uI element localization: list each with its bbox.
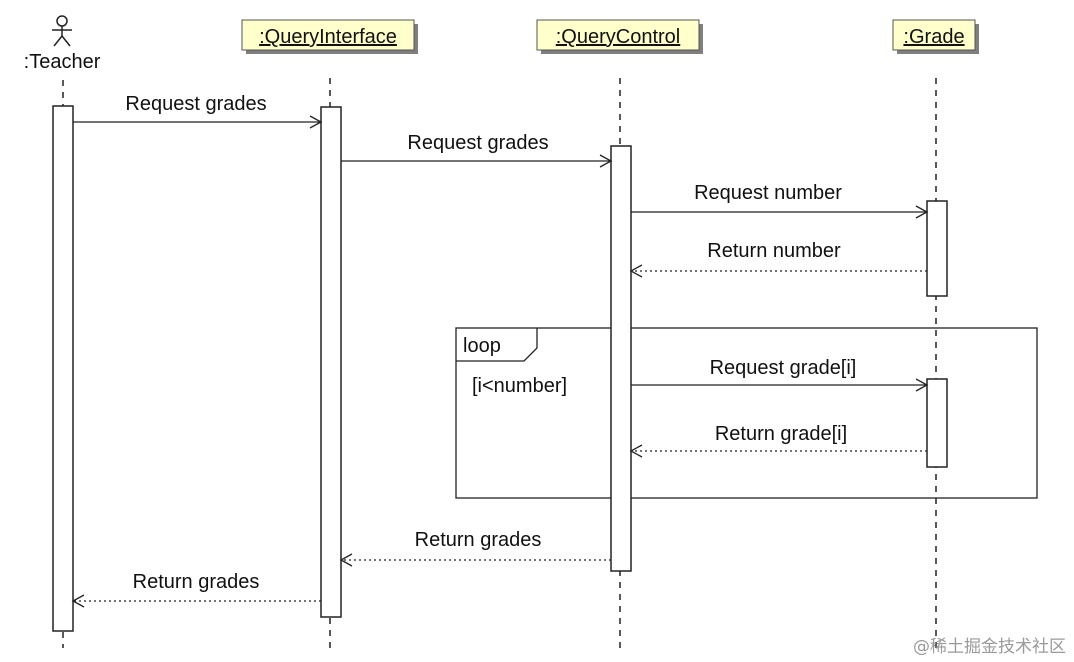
query-interface-activation (320, 106, 342, 618)
grade-box: :Grade (892, 19, 979, 54)
message-request-grade-i: Request grade[i] (631, 357, 929, 392)
message-label: Return number (707, 240, 841, 262)
loop-operator-label: loop (463, 335, 501, 357)
message-return-grades-2: Return grades (71, 571, 321, 608)
message-return-number: Return number (629, 240, 927, 278)
query-control-activation (610, 145, 632, 572)
message-label: Return grades (133, 571, 260, 593)
message-request-grades-1: Request grades (73, 93, 323, 129)
loop-guard-label: [i<number] (472, 375, 567, 397)
query-interface-label: :QueryInterface (259, 26, 397, 48)
message-request-grades-2: Request grades (341, 132, 613, 168)
watermark: @稀土掘金技术社区 (913, 637, 1066, 657)
message-label: Return grades (415, 529, 542, 551)
message-request-number: Request number (631, 182, 929, 219)
message-return-grade-i: Return grade[i] (629, 423, 927, 458)
query-control-label: :QueryControl (556, 26, 681, 48)
loop-fragment: loop [i<number] (455, 327, 1038, 499)
message-label: Request grades (407, 132, 548, 154)
grade-label: :Grade (903, 26, 964, 48)
message-label: Request grade[i] (710, 357, 857, 379)
teacher-activation (52, 105, 74, 632)
message-label: Request number (694, 182, 842, 204)
loop-operator-tab (456, 328, 538, 362)
actor-icon (52, 15, 72, 47)
grade-activation-number (926, 200, 948, 297)
query-interface-box: :QueryInterface (241, 19, 418, 54)
query-control-box: :QueryControl (536, 19, 703, 54)
grade-activation-loop (926, 378, 948, 468)
message-return-grades-1: Return grades (339, 529, 611, 567)
message-label: Request grades (125, 93, 266, 115)
message-label: Return grade[i] (715, 423, 847, 445)
teacher-label: :Teacher (24, 51, 101, 73)
